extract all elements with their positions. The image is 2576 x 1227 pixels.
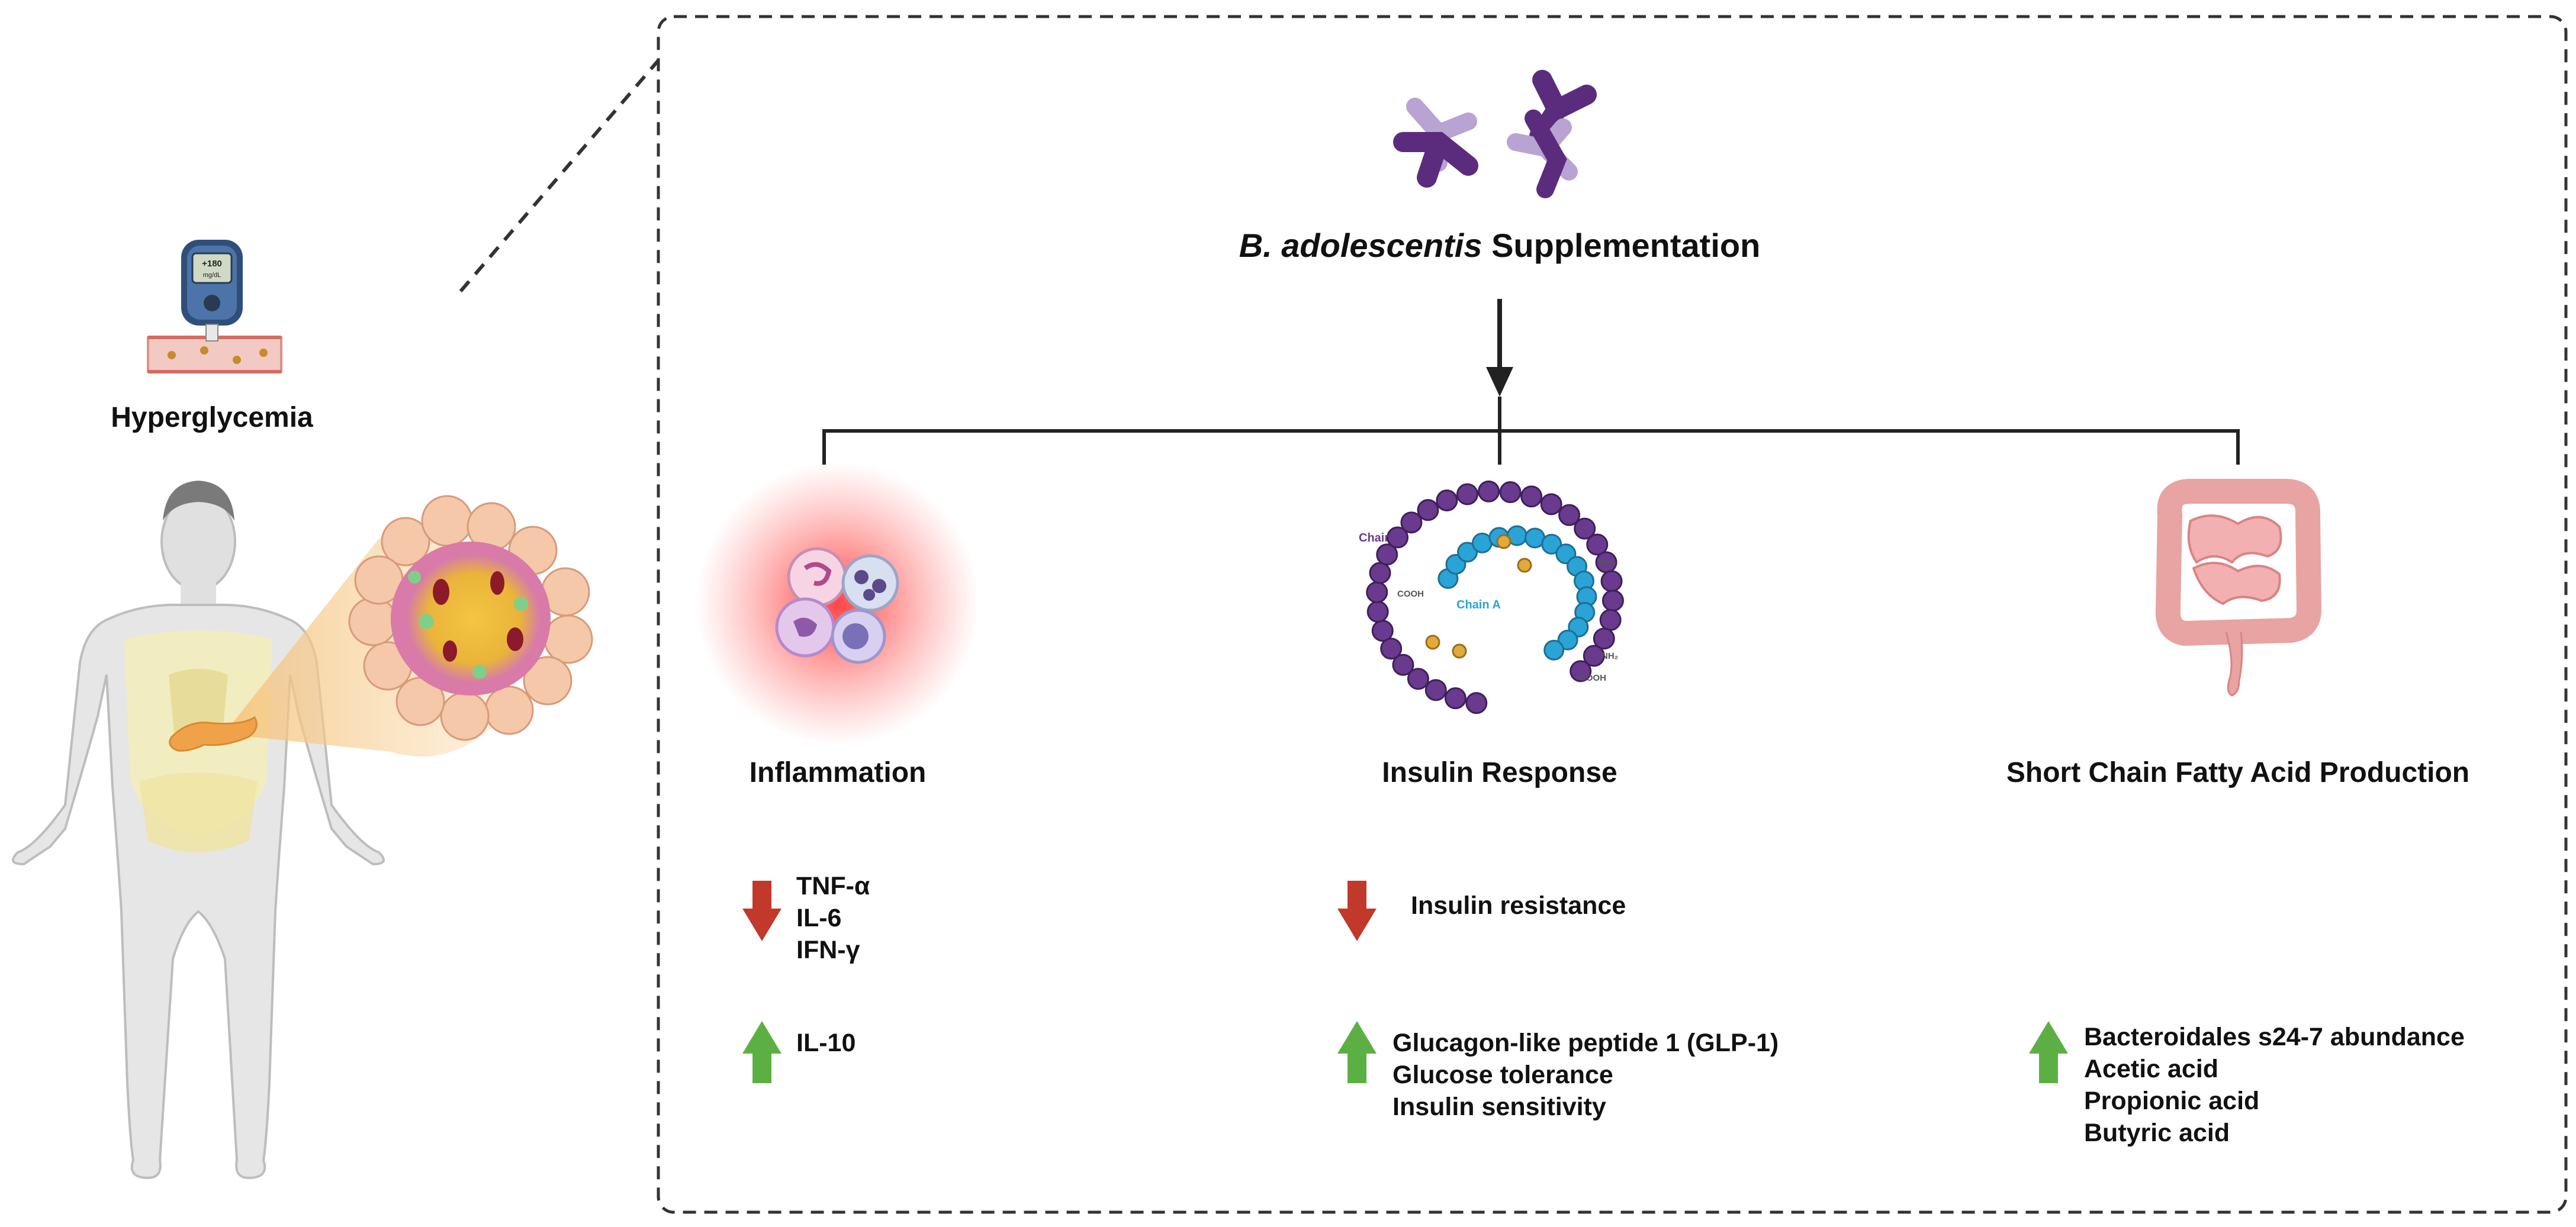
list-item: IFN-γ <box>796 936 860 964</box>
mechanism-panel-border <box>657 15 2568 1214</box>
branch-title-scfa-production: Short Chain Fatty Acid Production <box>2006 757 2470 788</box>
insulin-chain-a-bead <box>1457 542 1478 563</box>
glucometer-icon <box>147 240 282 373</box>
insulin-chain-b-bead <box>1600 570 1623 592</box>
insulin-chain-b-bead <box>1400 511 1423 534</box>
list-item: Butyric acid <box>2084 1119 2230 1147</box>
insulin-chain-b-bead <box>1586 533 1609 556</box>
scfa-increased-list: Bacteroidales s24-7 abundance Acetic aci… <box>2084 1021 2465 1149</box>
insulin-nh2-label: NH₂ <box>1601 651 1618 661</box>
glucometer-reading: +180 <box>202 259 222 269</box>
bacteria-icon <box>1393 70 1597 198</box>
insulin-chain-b-bead <box>1444 687 1467 710</box>
up-arrow-icon <box>1337 1021 1377 1083</box>
insulin-chain-b-bead <box>1540 493 1562 516</box>
insulin-chain-b-label: Chain B <box>1359 532 1404 545</box>
insulin-chain-b-bead <box>1465 692 1488 714</box>
list-item: Insulin resistance <box>1411 891 1626 920</box>
intervention-rest: Supplementation <box>1482 227 1761 264</box>
intestine-icon <box>2155 479 2322 697</box>
human-body-icon <box>12 481 385 1180</box>
insulin-chain-a-bead <box>1541 533 1562 555</box>
insulin-chain-b-bead <box>1583 645 1605 667</box>
insulin-chain-b-bead <box>1570 660 1592 682</box>
up-arrow-icon <box>2029 1021 2068 1083</box>
branch-title-insulin-response: Insulin Response <box>1382 757 1617 788</box>
insulin-chain-a-bead <box>1543 639 1565 661</box>
insulin-chain-b-bead <box>1574 517 1596 540</box>
disulfide-bond-bead <box>1425 635 1440 650</box>
branch-title-inflammation: Inflammation <box>749 757 927 788</box>
insulin-increased-list: Glucagon-like peptide 1 (GLP-1) Glucose … <box>1392 1027 1779 1123</box>
insulin-molecule-icon: Chain B Chain A COOH COOH NH₂ NH₂ <box>1359 480 1624 714</box>
insulin-chain-a-label: Chain A <box>1456 598 1501 611</box>
insulin-chain-a-bead <box>1557 629 1578 650</box>
insulin-chain-b-bead <box>1601 590 1624 612</box>
list-item: Glucose tolerance <box>1392 1061 1613 1089</box>
list-item: Propionic acid <box>2084 1087 2260 1115</box>
zoom-connector-line <box>459 59 660 292</box>
up-arrow-icon <box>742 1021 782 1083</box>
inflammation-decreased-list: TNF-α IL-6 IFN-γ <box>796 870 870 966</box>
pancreas-icon <box>169 716 258 752</box>
insulin-chain-b-bead <box>1424 679 1447 701</box>
insulin-chain-b-bead <box>1392 653 1414 676</box>
insulin-chain-b-bead <box>1366 600 1389 623</box>
list-item: IL-6 <box>796 904 842 932</box>
insulin-chain-b-bead <box>1558 504 1581 526</box>
insulin-chain-b-bead <box>1478 480 1500 503</box>
intervention-species: B. adolescentis <box>1239 227 1482 264</box>
insulin-chain-b-bead <box>1593 627 1615 650</box>
insulin-chain-b-bead <box>1407 668 1429 690</box>
hyperglycemia-label: Hyperglycemia <box>111 402 313 433</box>
insulin-chain-b-bead <box>1366 581 1388 604</box>
insulin-chain-b-bead <box>1520 485 1543 508</box>
pancreatic-islet-icon <box>348 495 593 741</box>
insulin-cooh-label: COOH <box>1397 589 1424 599</box>
insulin-chain-b-bead <box>1456 483 1478 505</box>
glucometer-unit: mg/dL <box>203 272 221 279</box>
list-item: Bacteroidales s24-7 abundance <box>2084 1023 2465 1051</box>
disulfide-bond-bead <box>1517 558 1532 573</box>
list-item: Glucagon-like peptide 1 (GLP-1) <box>1392 1029 1779 1057</box>
inflammation-increased-list: IL-10 <box>796 1027 856 1059</box>
insulin-chain-b-bead <box>1387 526 1409 549</box>
list-item: Acetic acid <box>2084 1055 2219 1083</box>
disulfide-bond-bead <box>1452 643 1467 659</box>
intervention-title: B. adolescentis Supplementation <box>1239 226 1761 265</box>
immune-cells-icon <box>696 462 980 746</box>
insulin-chain-b-bead <box>1417 499 1439 521</box>
insulin-nh2-label: NH₂ <box>1600 558 1616 568</box>
down-arrow-icon <box>742 881 782 941</box>
insulin-cooh-label: COOH <box>1580 673 1606 683</box>
disulfide-bond-bead <box>1496 534 1511 549</box>
insulin-chain-b-bead <box>1436 489 1458 512</box>
down-arrow-icon <box>1337 881 1377 941</box>
insulin-chain-b-bead <box>1376 543 1398 566</box>
insulin-chain-b-bead <box>1599 608 1622 631</box>
insulin-chain-b-bead <box>1380 637 1403 660</box>
insulin-chain-b-bead <box>1499 481 1522 504</box>
list-item: IL-10 <box>796 1029 856 1057</box>
insulin-chain-b-bead <box>1369 562 1391 584</box>
list-item: Insulin sensitivity <box>1392 1093 1606 1121</box>
insulin-decreased-list: Insulin resistance <box>1411 890 1626 922</box>
list-item: TNF-α <box>796 872 870 900</box>
insulin-chain-b-bead <box>1371 620 1394 642</box>
flow-arrow-head <box>1486 367 1513 397</box>
